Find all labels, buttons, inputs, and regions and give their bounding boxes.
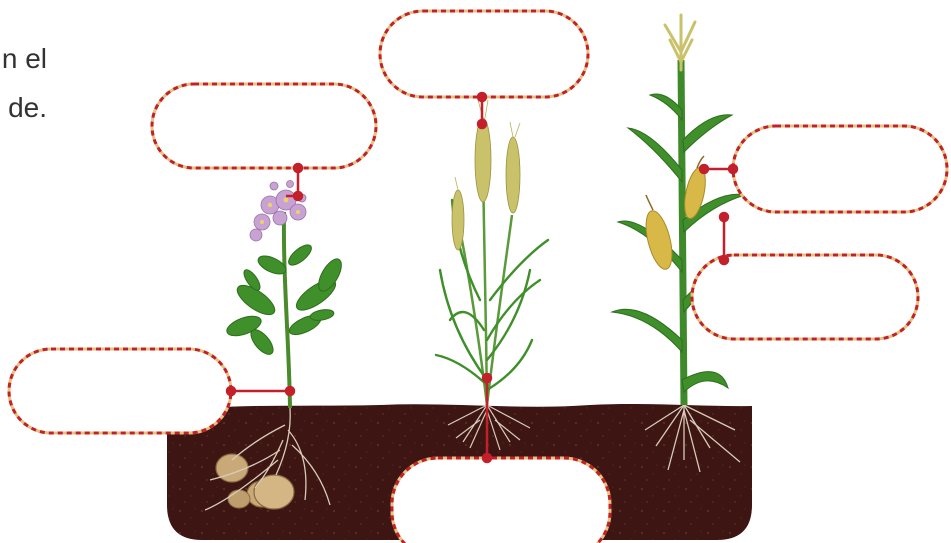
label-box-potato-flower[interactable] bbox=[152, 84, 376, 168]
corn-tassel bbox=[665, 15, 695, 70]
label-box-corn-ear[interactable] bbox=[733, 126, 947, 212]
potato-stem bbox=[284, 212, 290, 408]
label-box-wheat-spike[interactable] bbox=[380, 11, 588, 97]
wheat-plant bbox=[436, 100, 548, 450]
label-boxes bbox=[9, 11, 947, 543]
leader-line-corn-stem bbox=[720, 213, 728, 264]
leader-line-corn-ear bbox=[700, 165, 737, 173]
leader-line-potato-stem bbox=[227, 387, 294, 395]
label-box-corn-stem[interactable] bbox=[692, 255, 918, 339]
leader-line-wheat-spike bbox=[478, 93, 486, 128]
label-box-potato-stem[interactable] bbox=[9, 349, 231, 433]
label-box-wheat-roots[interactable] bbox=[392, 458, 610, 543]
